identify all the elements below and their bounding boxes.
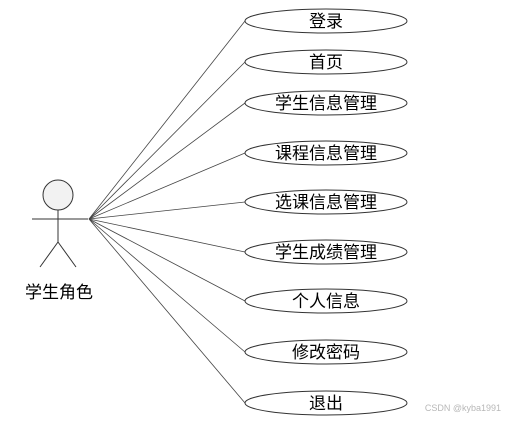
use-case: 个人信息 [244, 288, 408, 314]
actor-student: 学生角色 [25, 179, 93, 303]
association-line [88, 218, 246, 353]
use-case-label: 选课信息管理 [275, 193, 377, 213]
association-line [88, 152, 246, 220]
use-case: 修改密码 [244, 339, 408, 365]
use-case-label: 学生成绩管理 [275, 243, 377, 263]
association-line [88, 201, 246, 220]
use-case-ellipse [244, 239, 408, 265]
use-case-label: 登录 [309, 12, 343, 32]
use-case: 退出 [244, 390, 408, 416]
association-line [88, 20, 246, 220]
use-case: 学生成绩管理 [244, 239, 408, 265]
association-lines [88, 20, 246, 404]
use-case-ellipse [244, 189, 408, 215]
association-line [88, 218, 246, 404]
use-case-label: 课程信息管理 [275, 144, 377, 164]
use-case-ellipse [244, 390, 408, 416]
association-line [88, 61, 246, 220]
use-case-label: 退出 [309, 394, 343, 414]
actor-head [42, 179, 74, 211]
actor-label: 学生角色 [25, 283, 93, 303]
use-case: 首页 [244, 49, 408, 75]
association-line [88, 218, 246, 253]
watermark: CSDN @kyba1991 [424, 403, 501, 413]
use-case-label: 学生信息管理 [275, 94, 377, 114]
use-case-label: 首页 [309, 53, 343, 73]
use-case-label: 修改密码 [292, 343, 360, 363]
association-line [88, 218, 246, 302]
use-case-ellipse [244, 90, 408, 116]
use-case: 选课信息管理 [244, 189, 408, 215]
use-case: 学生信息管理 [244, 90, 408, 116]
use-case: 课程信息管理 [244, 140, 408, 166]
actor-right-leg [57, 241, 77, 268]
use-case-ellipse [244, 140, 408, 166]
use-case: 登录 [244, 8, 408, 34]
use-case-ellipse [244, 288, 408, 314]
actor-left-leg [39, 241, 59, 268]
use-case-label: 个人信息 [292, 292, 360, 312]
association-line [88, 102, 246, 220]
use-case-ellipse [244, 49, 408, 75]
use-case-ellipse [244, 339, 408, 365]
use-case-ellipse [244, 8, 408, 34]
